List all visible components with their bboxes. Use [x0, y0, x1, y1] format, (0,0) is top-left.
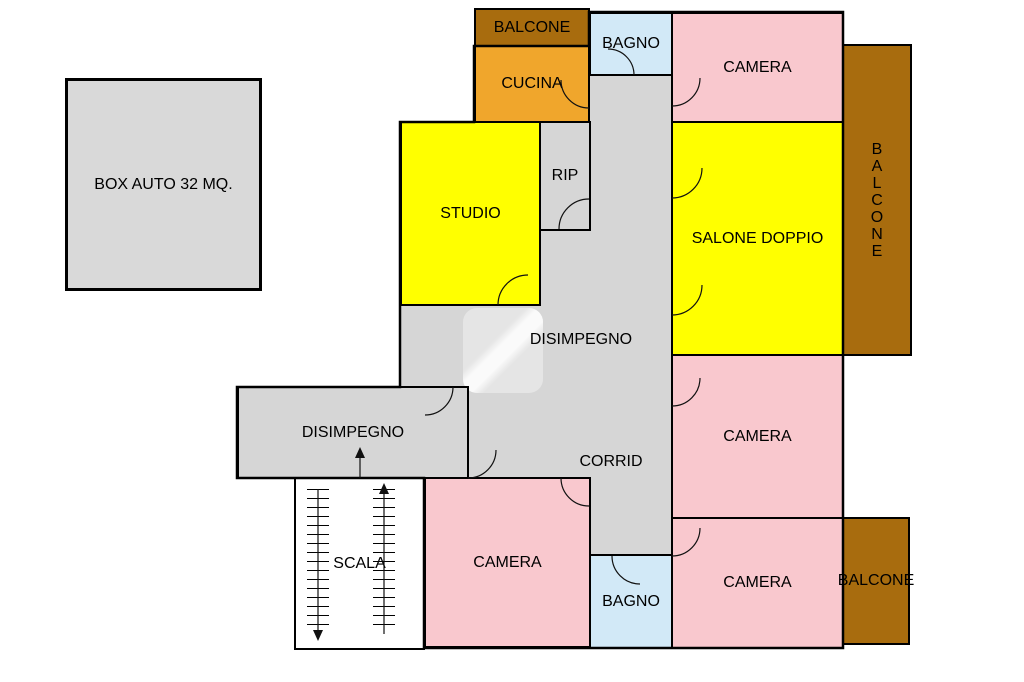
room-label: BALCONE — [493, 18, 571, 36]
room-camera-bottom-center: CAMERA — [424, 477, 591, 648]
room-label: CAMERA — [723, 574, 792, 591]
room-bagno-top: BAGNO — [589, 12, 673, 76]
room-camera-mid: CAMERA — [671, 354, 844, 519]
room-cucina: CUCINA — [474, 45, 590, 123]
room-camera-top: CAMERA — [671, 12, 844, 123]
hallway-vertical-strip — [589, 74, 673, 556]
room-label: DISIMPEGNO — [301, 423, 405, 441]
room-label: BALCONE — [870, 140, 884, 260]
room-studio: STUDIO — [400, 121, 541, 306]
label-disimpegno-center: DISIMPEGNO — [529, 331, 633, 348]
room-balcone-bottom-right: BALCONE — [838, 517, 914, 645]
room-bagno-bottom: BAGNO — [589, 554, 673, 649]
label-corridoio: CORRID — [579, 453, 643, 470]
watermark — [463, 308, 543, 393]
room-balcone-top: BALCONE — [474, 8, 590, 47]
stairs-treads-left — [307, 489, 329, 633]
room-label: CUCINA — [501, 75, 563, 92]
room-label: CAMERA — [723, 427, 792, 445]
room-label: BAGNO — [602, 592, 660, 610]
door-arc-disimpegno-corridor — [467, 449, 497, 479]
room-label: STUDIO — [440, 204, 501, 222]
room-label: BAGNO — [602, 35, 660, 52]
room-label: BOX AUTO 32 MQ. — [94, 175, 233, 193]
room-label: CAMERA — [473, 553, 542, 571]
room-salone-doppio: SALONE DOPPIO — [671, 121, 844, 356]
room-box-auto: BOX AUTO 32 MQ. — [65, 78, 262, 291]
stairs-treads-right — [373, 489, 395, 633]
room-rip: RIP — [539, 121, 591, 231]
hallway-below-rip — [539, 229, 591, 306]
room-label: CAMERA — [723, 58, 792, 76]
room-balcone-right: BALCONE — [842, 44, 912, 356]
room-label: RIP — [551, 167, 579, 184]
room-disimpegno-left: DISIMPEGNO — [237, 386, 469, 479]
room-label: BALCONE — [837, 572, 915, 589]
room-camera-bottom-right: CAMERA — [671, 517, 844, 649]
room-label: SALONE DOPPIO — [691, 229, 824, 247]
